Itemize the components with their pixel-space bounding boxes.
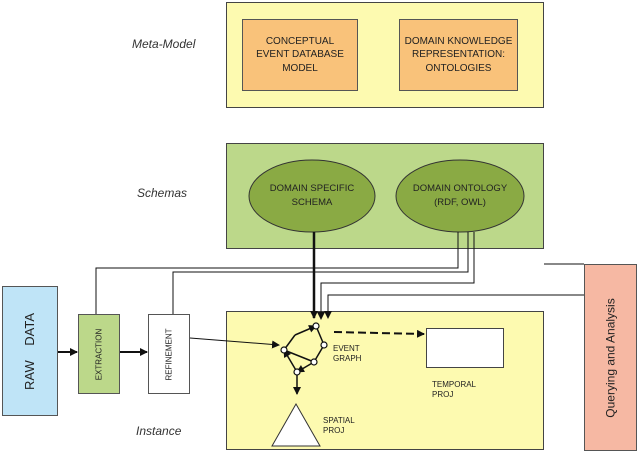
spatial-proj-label: SPATIAL PROJ xyxy=(323,416,355,436)
domain-knowledge-box: DOMAIN KNOWLEDGE REPRESENTATION: ONTOLOG… xyxy=(399,19,518,91)
domain-ontology-ellipse xyxy=(395,159,525,233)
refinement-box: REFINEMENT xyxy=(148,314,190,394)
event-graph xyxy=(280,322,328,376)
querying-analysis-box: Querying and Analysis xyxy=(584,264,637,451)
raw-data-box: RAW DATA xyxy=(2,286,58,416)
domain-ontology-line1: DOMAIN ONTOLOGY xyxy=(412,183,508,194)
domain-ontology-text: DOMAIN ONTOLOGY (RDF, OWL) xyxy=(404,182,516,210)
extraction-box: EXTRACTION xyxy=(78,314,120,394)
domain-specific-schema-text: DOMAIN SPECIFIC SCHEMA xyxy=(269,183,355,208)
schemas-label: Schemas xyxy=(137,186,188,200)
event-graph-label: EVENT GRAPH xyxy=(333,344,362,364)
ontology-to-extraction-line xyxy=(95,232,459,314)
domain-knowledge-text: DOMAIN KNOWLEDGE REPRESENTATION: ONTOLOG… xyxy=(404,35,513,74)
temporal-projection-box xyxy=(426,328,504,368)
graph-to-temporal-arrow xyxy=(333,329,425,338)
ontology-to-graph-line xyxy=(317,232,475,320)
meta-model-label: Meta-Model xyxy=(132,37,196,51)
domain-ontology-line2: (RDF, OWL) xyxy=(434,196,486,208)
refinement-to-graph-arrow xyxy=(189,337,280,349)
temporal-proj-label: TEMPORAL PROJ xyxy=(432,380,476,400)
querying-to-graph-line xyxy=(324,294,584,319)
domain-specific-schema-ellipse xyxy=(248,159,376,233)
instance-label: Instance xyxy=(136,424,182,438)
conceptual-event-database-model-text: CONCEPTUAL EVENT DATABASE MODEL xyxy=(256,35,344,74)
conceptual-event-database-model-box: CONCEPTUAL EVENT DATABASE MODEL xyxy=(242,19,358,91)
ontology-to-refinement-line xyxy=(172,232,469,314)
spatial-projection-triangle xyxy=(271,402,321,447)
